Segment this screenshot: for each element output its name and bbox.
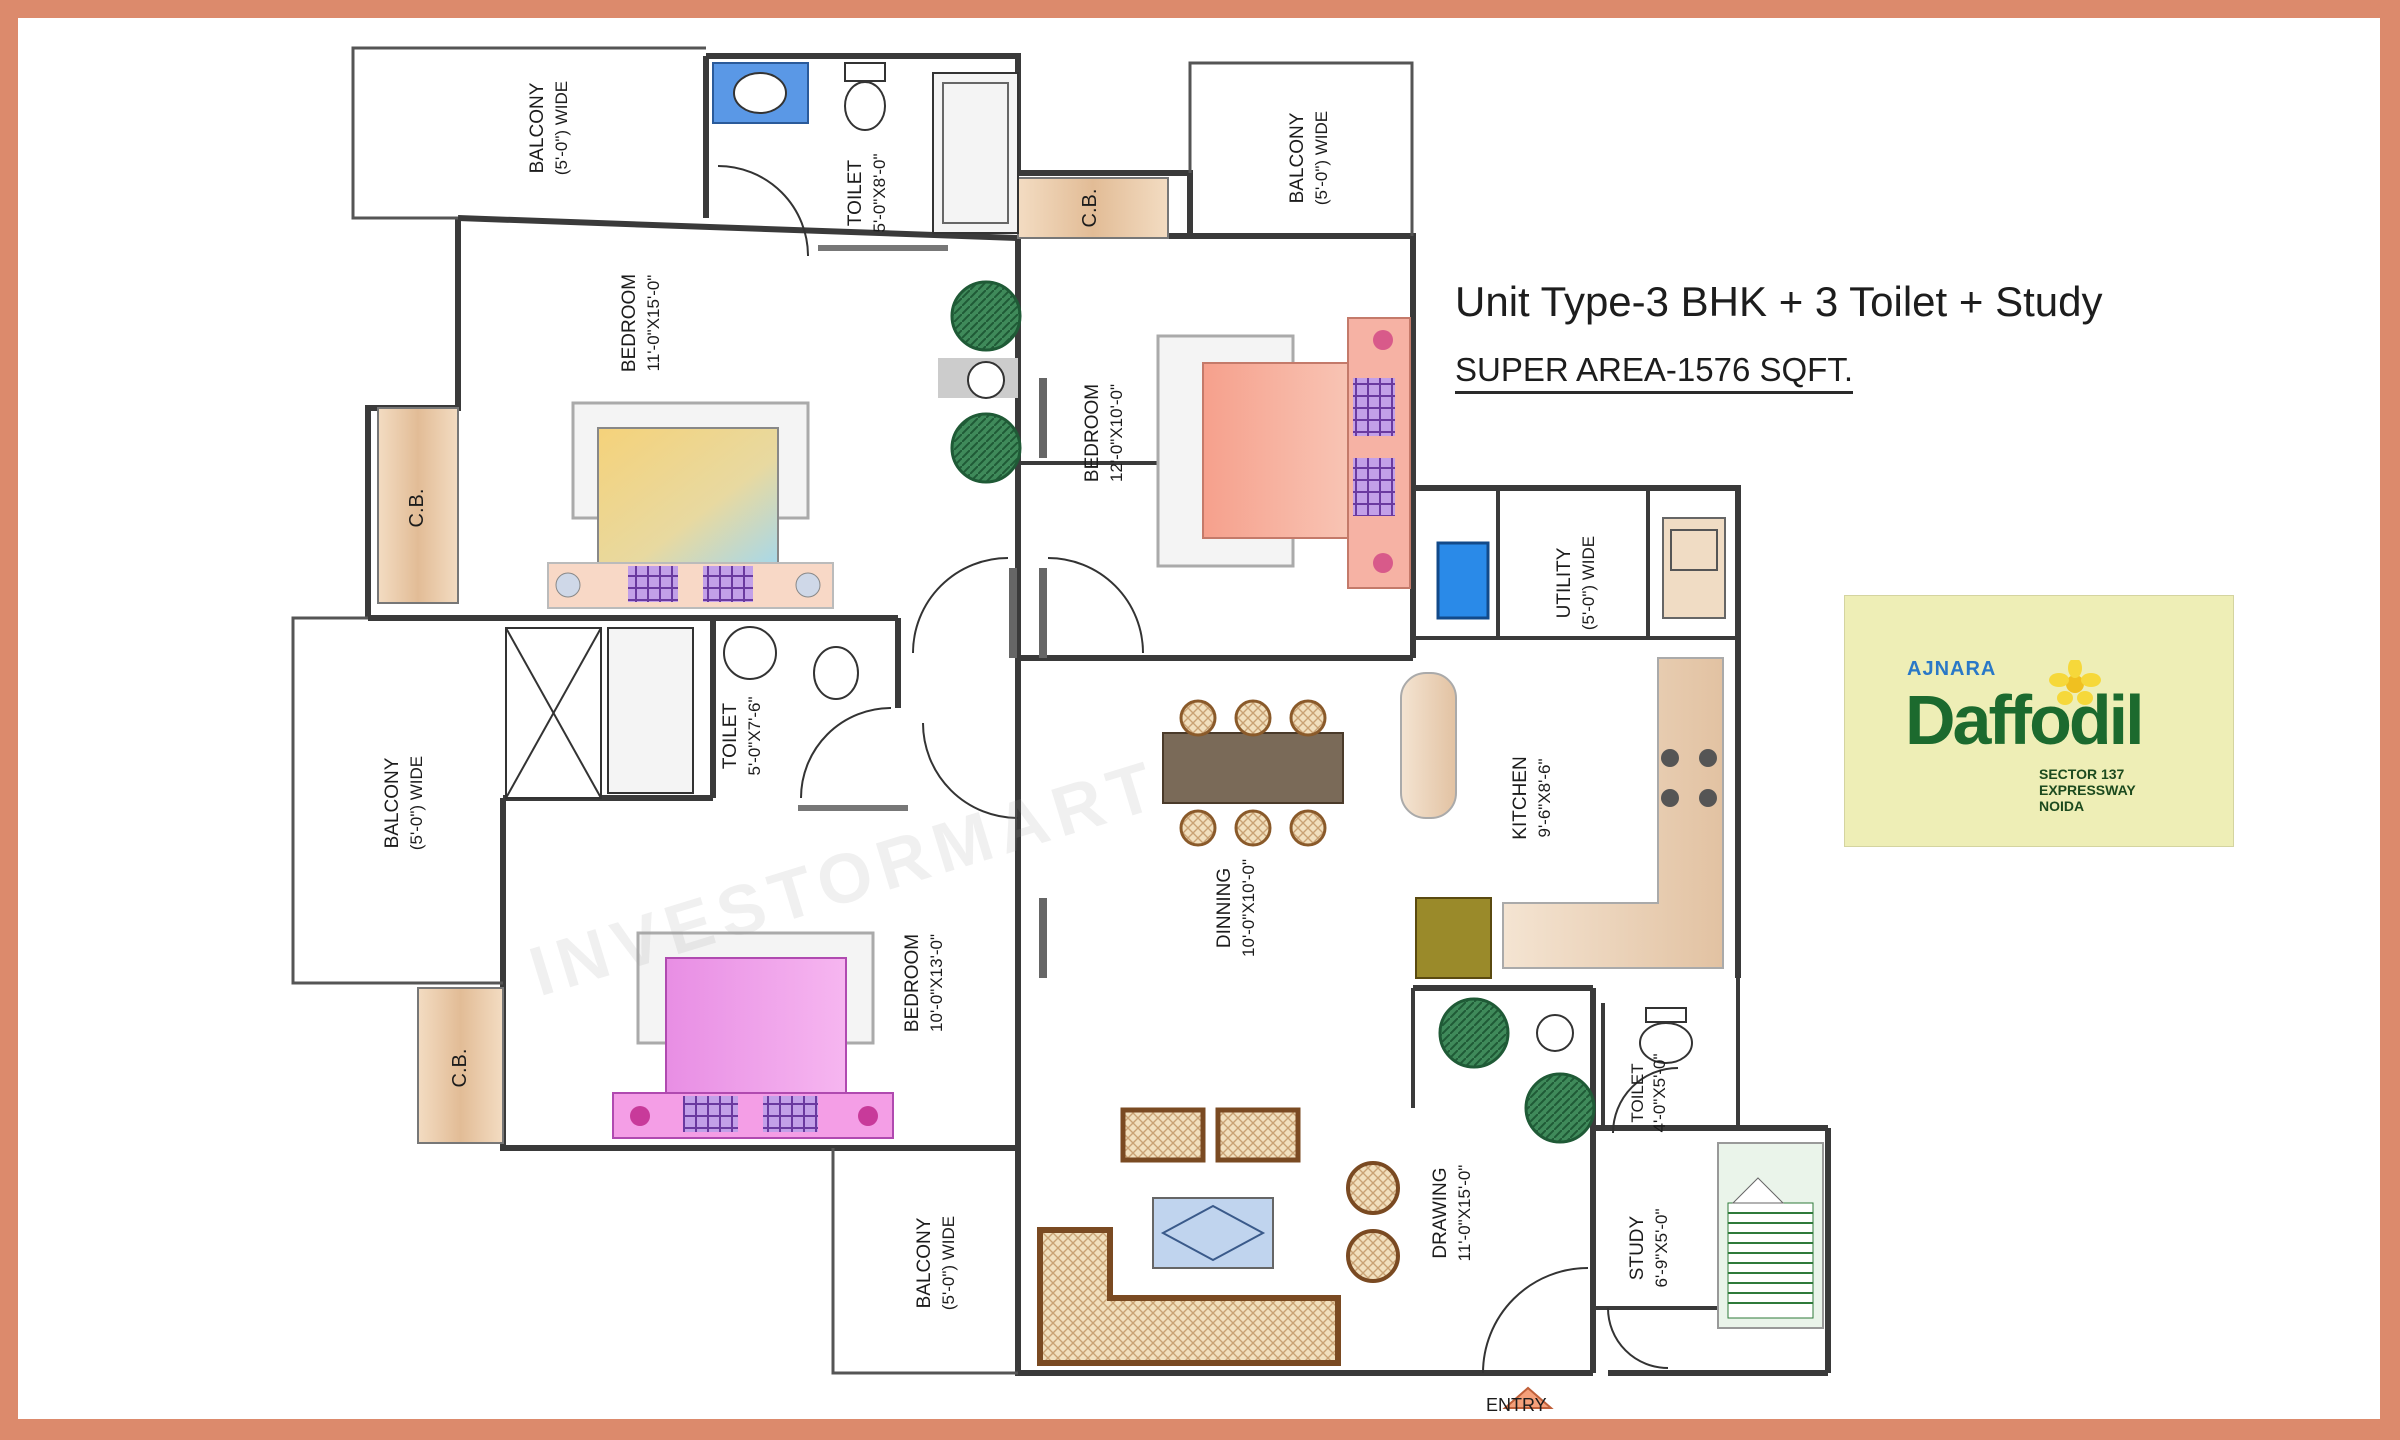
logo-brand: AJNARA (1907, 658, 1997, 680)
toilet-mid-name: TOILET (720, 703, 741, 770)
kitchen-name: KITCHEN (1510, 756, 1531, 839)
dining-size: 10'-0"X10'-0" (1239, 859, 1258, 957)
kitchen-fixtures (1400, 657, 1724, 979)
entry-label: ENTRY (1486, 1395, 1547, 1415)
door-swings (912, 378, 1679, 1374)
bedroom-sw-name: BEDROOM (902, 934, 923, 1032)
logo-location-line-2: EXPRESSWAY (2039, 782, 2136, 798)
logo-location-line-1: SECTOR 137 (2039, 766, 2125, 782)
mid-toilet-fixtures (505, 626, 908, 811)
bedroom-sw-furniture (612, 931, 894, 1139)
flower-icon (2049, 660, 2101, 705)
bedroom-ne-name: BEDROOM (1082, 384, 1103, 482)
project-logo: AJNARA Daffodil SECTOR 137 EXPRESSWAY NO… (1844, 595, 2234, 847)
toilet-se-size: 4'-0"X5'-0" (1650, 1053, 1669, 1132)
drawing-furniture (1037, 997, 1596, 1366)
balcony-w-name: BALCONY (382, 757, 403, 848)
room-labels: BALCONY (5'-0") WIDE TOILET 5'-0"X8'-0" … (382, 81, 1671, 1310)
logo-location-line-3: NOIDA (2039, 798, 2085, 814)
bedroom-nw-furniture (547, 280, 1022, 609)
cb-label-north: C.B. (1079, 189, 1101, 228)
balcony-outlines (291, 46, 1414, 1375)
bedroom-sw-size: 10'-0"X13'-0" (927, 934, 946, 1032)
floor-plan-canvas: C.B. C.B. C.B. (18, 18, 2380, 1419)
drawing-size: 11'-0"X15'-0" (1455, 1165, 1474, 1262)
unit-type-title: Unit Type-3 BHK + 3 Toilet + Study (1455, 278, 2103, 325)
balcony-s-name: BALCONY (914, 1217, 935, 1308)
bedroom-nw-size: 11'-0"X15'-0" (644, 275, 663, 372)
study-furniture (1717, 1142, 1824, 1329)
balcony-ne-name: BALCONY (1287, 112, 1308, 203)
toilet-se-name: TOILET (1628, 1063, 1647, 1122)
study-name: STUDY (1627, 1215, 1648, 1280)
toilet-mid-size: 5'-0"X7'-6" (745, 696, 764, 775)
balcony-nw-name: BALCONY (527, 82, 548, 173)
cupboards (377, 177, 1169, 1144)
study-size: 6'-9"X5'-0" (1652, 1208, 1671, 1287)
super-area-label: SUPER AREA-1576 SQFT. (1455, 351, 1853, 394)
cb-label-west: C.B. (406, 489, 428, 528)
logo-name: Daffodil (1905, 681, 2145, 759)
balcony-nw-size: (5'-0") WIDE (552, 81, 571, 175)
toilet-se-fixtures (1639, 1007, 1693, 1064)
toilet-top-size: 5'-0"X8'-0" (870, 153, 889, 232)
dining-name: DINNING (1214, 868, 1235, 948)
bedroom-ne-furniture (1156, 317, 1411, 589)
kitchen-size: 9'-6"X8'-6" (1535, 758, 1554, 837)
entry-marker (1502, 1386, 1554, 1409)
cb-label-southwest: C.B. (449, 1049, 471, 1088)
dining-set (1162, 699, 1344, 847)
utility-fixtures (1436, 517, 1726, 620)
toilet-top-name: TOILET (845, 160, 866, 227)
balcony-s-size: (5'-0") WIDE (939, 1216, 958, 1310)
bedroom-ne-size: 12'-0"X10'-0" (1107, 384, 1126, 482)
drawing-name: DRAWING (1430, 1167, 1451, 1258)
top-toilet-fixtures (712, 62, 1019, 257)
bedroom-nw-name: BEDROOM (619, 274, 640, 372)
utility-size: (5'-0") WIDE (1579, 536, 1598, 630)
floor-plan: C.B. C.B. C.B. (291, 46, 1831, 1409)
utility-name: UTILITY (1554, 547, 1575, 618)
balcony-w-size: (5'-0") WIDE (407, 756, 426, 850)
balcony-ne-size: (5'-0") WIDE (1312, 111, 1331, 205)
